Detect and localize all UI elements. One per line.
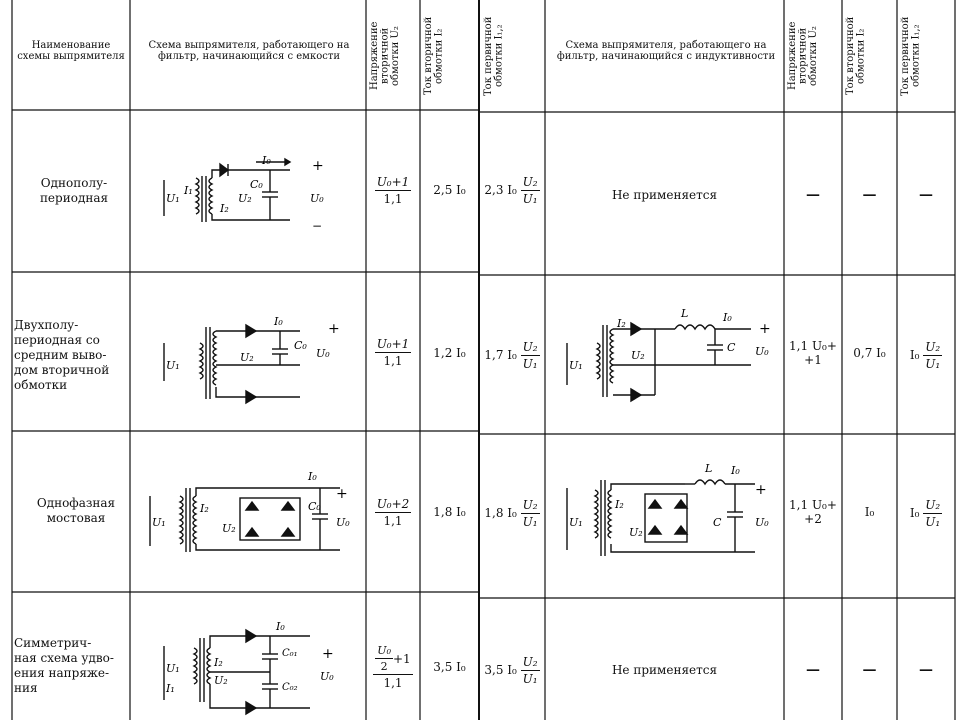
label-plus: + — [312, 158, 324, 174]
label-u2: U₂ — [631, 349, 645, 362]
label-u0: U₀ — [316, 347, 330, 360]
schematic-half-wave-cap: U₁ I₁ I₂ U₂ C₀ I₀ + U₀ − — [163, 154, 324, 233]
label-l: L — [680, 307, 688, 320]
label-u2: U₂ — [629, 526, 643, 539]
row4-i2-ind: — — [862, 662, 877, 678]
header-i2-ind: Ток вторичной обмотки I₂ — [845, 16, 867, 96]
label-i1: I₁ — [183, 184, 193, 197]
label-c0: C₀ — [308, 500, 321, 513]
header-u2-cap: Напряжение вторичной обмотки U₂ — [369, 21, 401, 91]
label-u2: U₂ — [222, 522, 236, 535]
label-u2: U₂ — [214, 674, 228, 687]
schematic-bridge-ind: L I₀ + U₀ C U₁ I₂ U₂ — [566, 462, 769, 556]
label-c02: C₀₂ — [282, 682, 298, 693]
label-i0: I₀ — [273, 315, 283, 328]
row2-name: Двухполу- периодная со средним выво- дом… — [14, 318, 110, 392]
header-u2-ind: Напряжение вторичной обмотки U₂ — [787, 21, 819, 91]
header-ind-scheme: Схема выпрямителя, работающего на фильтр… — [556, 40, 776, 62]
label-i0: I₀ — [261, 154, 271, 167]
row2-u2-ind: 1,1 U₀+ +1 — [789, 339, 837, 367]
label-u0: U₀ — [310, 192, 324, 205]
label-l: L — [704, 462, 712, 475]
label-i1: I₁ — [165, 682, 175, 695]
schematic-full-wave-cap: I₀ + U₀ C₀ U₁ U₂ — [163, 315, 340, 405]
label-u0: U₀ — [336, 516, 350, 529]
header-name: Наименование схемы выпрямителя — [17, 40, 125, 62]
label-i0: I₀ — [307, 470, 317, 483]
header-i12-cap: Ток первичной обмотки I₁,₂ — [483, 16, 505, 96]
label-minus: − — [312, 219, 322, 233]
row3-name: Однофазная мостовая — [36, 496, 116, 525]
label-u0: U₀ — [755, 516, 769, 529]
label-c0: C₀ — [294, 339, 307, 352]
label-c0: C₀ — [250, 178, 263, 191]
label-plus: + — [759, 321, 771, 337]
row2-i2-ind: 0,7 I₀ — [853, 346, 886, 360]
row3-i2-cap: 1,8 I₀ — [433, 505, 466, 519]
label-plus: + — [755, 482, 767, 498]
label-u1: U₁ — [166, 192, 180, 205]
label-plus: + — [336, 486, 348, 502]
header-i12-ind: Ток первичной обмотки I₁,₂ — [900, 16, 922, 96]
label-i2: I₂ — [199, 502, 209, 515]
label-u0: U₀ — [320, 670, 334, 683]
row3-i2-ind: I₀ — [864, 505, 875, 519]
header-cap-scheme: Схема выпрямителя, работающего на фильтр… — [148, 40, 350, 62]
row1-u2-ind: — — [806, 187, 820, 203]
row4-u2-ind: — — [806, 662, 820, 678]
label-i0: I₀ — [275, 620, 285, 633]
row1-i12-ind: — — [919, 187, 933, 203]
label-plus: + — [328, 321, 340, 337]
row1-i2-ind: — — [862, 187, 877, 203]
header-i2-cap: Ток вторичной обмотки I₂ — [423, 16, 445, 96]
label-i2: I₂ — [614, 498, 624, 511]
row1-i2-cap: 2,5 I₀ — [433, 183, 466, 197]
label-i0: I₀ — [722, 311, 732, 324]
row2-i2-cap: 1,2 I₀ — [433, 346, 466, 360]
label-u2: U₂ — [240, 351, 254, 364]
label-i2: I₂ — [219, 202, 229, 215]
row1-name: Однополу- периодная — [39, 176, 109, 205]
label-u1: U₁ — [166, 662, 180, 675]
label-plus: + — [322, 646, 334, 662]
label-u2: U₂ — [238, 192, 252, 205]
label-c01: C₀₁ — [282, 648, 298, 659]
label-u1: U₁ — [569, 516, 583, 529]
label-u0: U₀ — [755, 345, 769, 358]
row3-u2-ind: 1,1 U₀+ +2 — [789, 498, 837, 526]
row4-i2-cap: 3,5 I₀ — [433, 660, 466, 674]
schematic-full-wave-ind: L I₀ + U₀ C U₁ I₂ U₂ — [566, 307, 771, 403]
schematic-doubler-cap: I₀ + U₀ C₀₁ C₀₂ U₁ I₁ I₂ U₂ — [163, 620, 334, 716]
row1-ind-text: Не применяется — [611, 188, 718, 202]
label-c: C — [713, 516, 722, 529]
label-u1: U₁ — [166, 359, 180, 372]
row4-ind-text: Не применяется — [611, 663, 718, 677]
schematic-bridge-cap: I₀ + U₀ C₀ U₁ U₂ I₂ — [149, 470, 350, 552]
label-i2: I₂ — [616, 317, 626, 330]
row4-name: Симметрич- ная схема удво- ения напряже-… — [14, 636, 114, 695]
label-i0: I₀ — [730, 464, 740, 477]
label-u1: U₁ — [152, 516, 166, 529]
label-i2: I₂ — [213, 656, 223, 669]
label-c: C — [727, 341, 736, 354]
row4-i12-ind: — — [919, 662, 933, 678]
label-u1: U₁ — [569, 359, 583, 372]
